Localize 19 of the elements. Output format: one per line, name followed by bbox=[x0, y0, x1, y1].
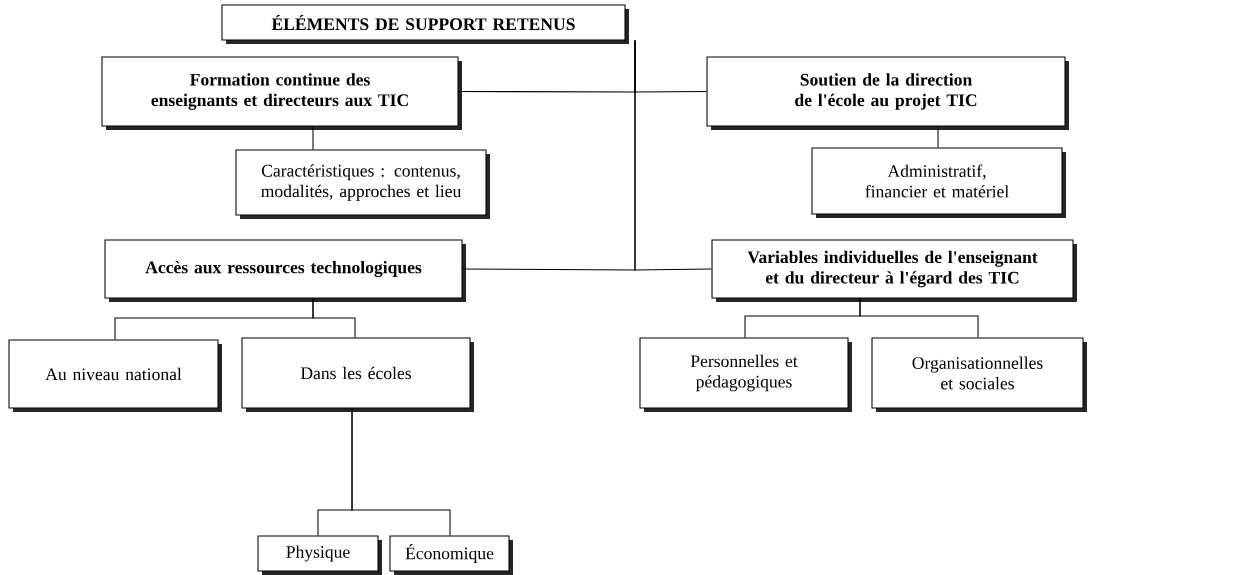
connector-line bbox=[937, 126, 939, 148]
text-box: Variables individuelles de l'enseignant et du directeur à l'égard des TIC bbox=[711, 239, 1077, 302]
text-box: Physique bbox=[257, 535, 382, 575]
text-box: Formation continue des enseignants et directeurs aux TIC bbox=[101, 56, 462, 130]
connector-line bbox=[634, 40, 712, 271]
text-box: Caractéristiques : contenus, modalités, approches et lieu bbox=[235, 149, 490, 219]
connector-line bbox=[859, 298, 979, 338]
text-box: Au niveau national bbox=[8, 339, 222, 412]
connector-line bbox=[312, 298, 356, 338]
connector-line bbox=[312, 126, 314, 150]
text-box: Économique bbox=[389, 535, 513, 575]
text-box: Organisationnelles et sociales bbox=[871, 337, 1087, 412]
text-box: Personnelles et pédagogiques bbox=[639, 337, 852, 412]
text-box: ÉLÉMENTS DE SUPPORT RETENUS bbox=[221, 4, 629, 44]
text-box: Accès aux ressources technologiques bbox=[104, 239, 466, 302]
text-box: Administratif, financier et matériel bbox=[811, 147, 1066, 218]
text-box: Soutien de la direction de l'école au projet TIC bbox=[706, 56, 1069, 130]
text-box: Dans les écoles bbox=[241, 337, 474, 412]
connector-line bbox=[351, 408, 451, 536]
